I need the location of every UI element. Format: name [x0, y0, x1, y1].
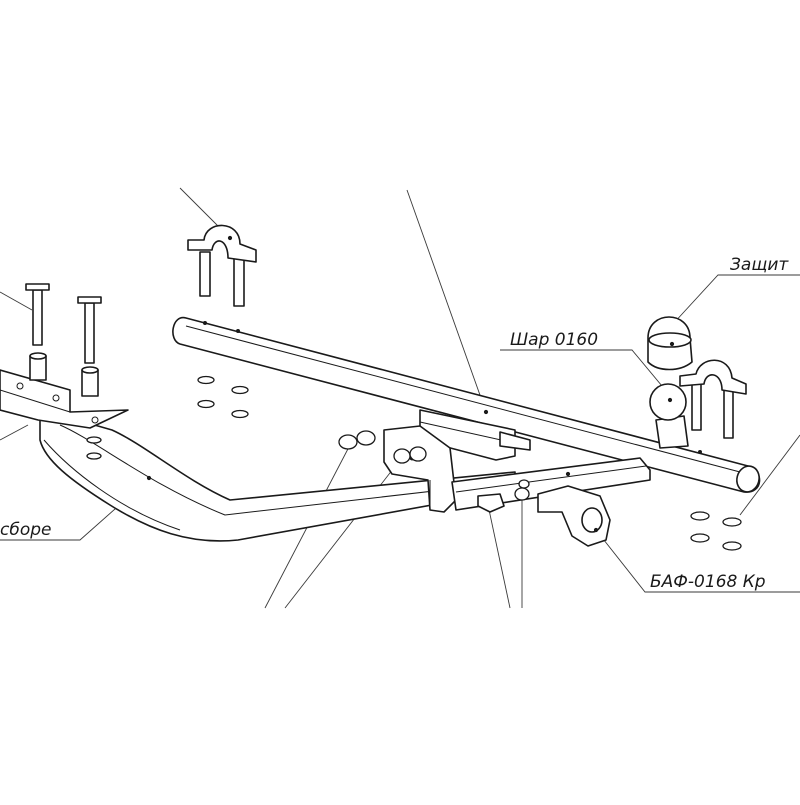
left-bolts: [25, 283, 102, 364]
socket-bracket-hole: [581, 507, 603, 533]
leader-bracket: [595, 529, 800, 593]
plate-fold: [0, 389, 71, 413]
leader-bolt-c: [487, 504, 511, 609]
label-protection-cap: Защит: [730, 255, 789, 275]
washer-l3: [197, 399, 215, 409]
washer-r3: [690, 533, 710, 543]
bolt-1-head: [25, 283, 50, 291]
u-clamp-right-leg-2: [723, 387, 734, 439]
tow-ball: [649, 383, 689, 449]
nut-c: [514, 487, 530, 501]
washer-l6: [86, 452, 102, 460]
bolt-2-head: [77, 296, 102, 304]
leader-cap: [671, 274, 800, 326]
leader-plate-left: [0, 424, 29, 441]
protection-cap-rim: [648, 332, 692, 348]
spacer-sleeve-2: [81, 369, 99, 397]
leader-bolt-left: [0, 291, 33, 311]
tow-ball-sphere: [649, 383, 687, 421]
u-clamp-left-strap: [187, 224, 257, 263]
washer-l5: [86, 436, 102, 444]
vertical-plate-body: [383, 425, 457, 513]
tow-ball-marker: [667, 397, 673, 403]
washer-r2: [722, 517, 742, 527]
beam-marker: [146, 475, 152, 481]
washer-set-left: [86, 375, 249, 460]
leader-nut-b: [284, 459, 401, 609]
washer-r1: [690, 511, 710, 521]
plate-hole-1: [16, 382, 24, 390]
washer-set-right: [690, 511, 742, 551]
washer-l1: [197, 375, 215, 385]
u-clamp-right-leg-1: [691, 383, 702, 431]
beam-body: [39, 417, 516, 542]
bolt-c: [477, 493, 505, 513]
label-bracket: БАФ-0168 Кр: [650, 572, 766, 592]
nut-a2: [356, 430, 376, 446]
plate-hole-3: [91, 416, 99, 424]
u-clamp-left-leg-1: [199, 251, 211, 297]
nut-c2: [518, 479, 530, 489]
cross-tube-end: [736, 465, 760, 493]
cross-tube-hole-3: [698, 450, 702, 454]
center-bracket-fold: [419, 421, 511, 443]
tow-ball-neck: [655, 415, 689, 449]
receiver-beam-hole: [565, 471, 571, 477]
u-clamp-left-marker: [227, 235, 233, 241]
spacer-sleeve-2-top: [81, 366, 99, 374]
leader-lines: [0, 187, 800, 609]
u-clamp-right-strap: [679, 359, 747, 395]
nut-a: [338, 434, 358, 450]
washer-l4: [231, 409, 249, 419]
protection-cap: [647, 316, 693, 371]
beam-edge-line: [59, 424, 513, 516]
socket-bracket: [537, 485, 611, 547]
spacer-sleeve-1-top: [29, 352, 47, 360]
left-mounting-plate: [0, 352, 129, 429]
cross-tube-highlight: [185, 325, 741, 473]
protection-cap-marker: [669, 341, 675, 347]
washer-l2: [231, 385, 249, 395]
u-clamp-right: [679, 359, 747, 439]
receiver-beam-line: [455, 465, 647, 493]
center-bracket-tab: [499, 431, 531, 451]
leader-ball: [500, 349, 673, 399]
socket-bracket-marker: [593, 527, 599, 533]
leader-nuts-right: [739, 434, 800, 516]
beam-inner-edge: [43, 439, 181, 531]
leader-crossbar: [406, 189, 487, 413]
label-ball: Шар 0160: [510, 330, 598, 350]
plate-hole-2: [52, 394, 60, 402]
u-clamp-left: [187, 224, 257, 307]
cross-tube-marker: [483, 409, 489, 415]
bolt-2-shank: [84, 302, 95, 364]
cross-tube-hole-1: [203, 321, 207, 325]
bolt-1-shank: [32, 289, 43, 346]
main-frame-beam: [39, 417, 516, 542]
nut-b: [393, 448, 411, 464]
cross-tube: [172, 317, 761, 493]
u-clamp-left-leg-2: [233, 257, 245, 307]
nut-b2: [409, 446, 427, 462]
center-fasteners: [338, 430, 530, 513]
washer-r4: [722, 541, 742, 551]
plate-body: [0, 369, 129, 429]
cross-tube-hole-2: [236, 329, 240, 333]
label-assembly: сборе: [0, 520, 51, 540]
